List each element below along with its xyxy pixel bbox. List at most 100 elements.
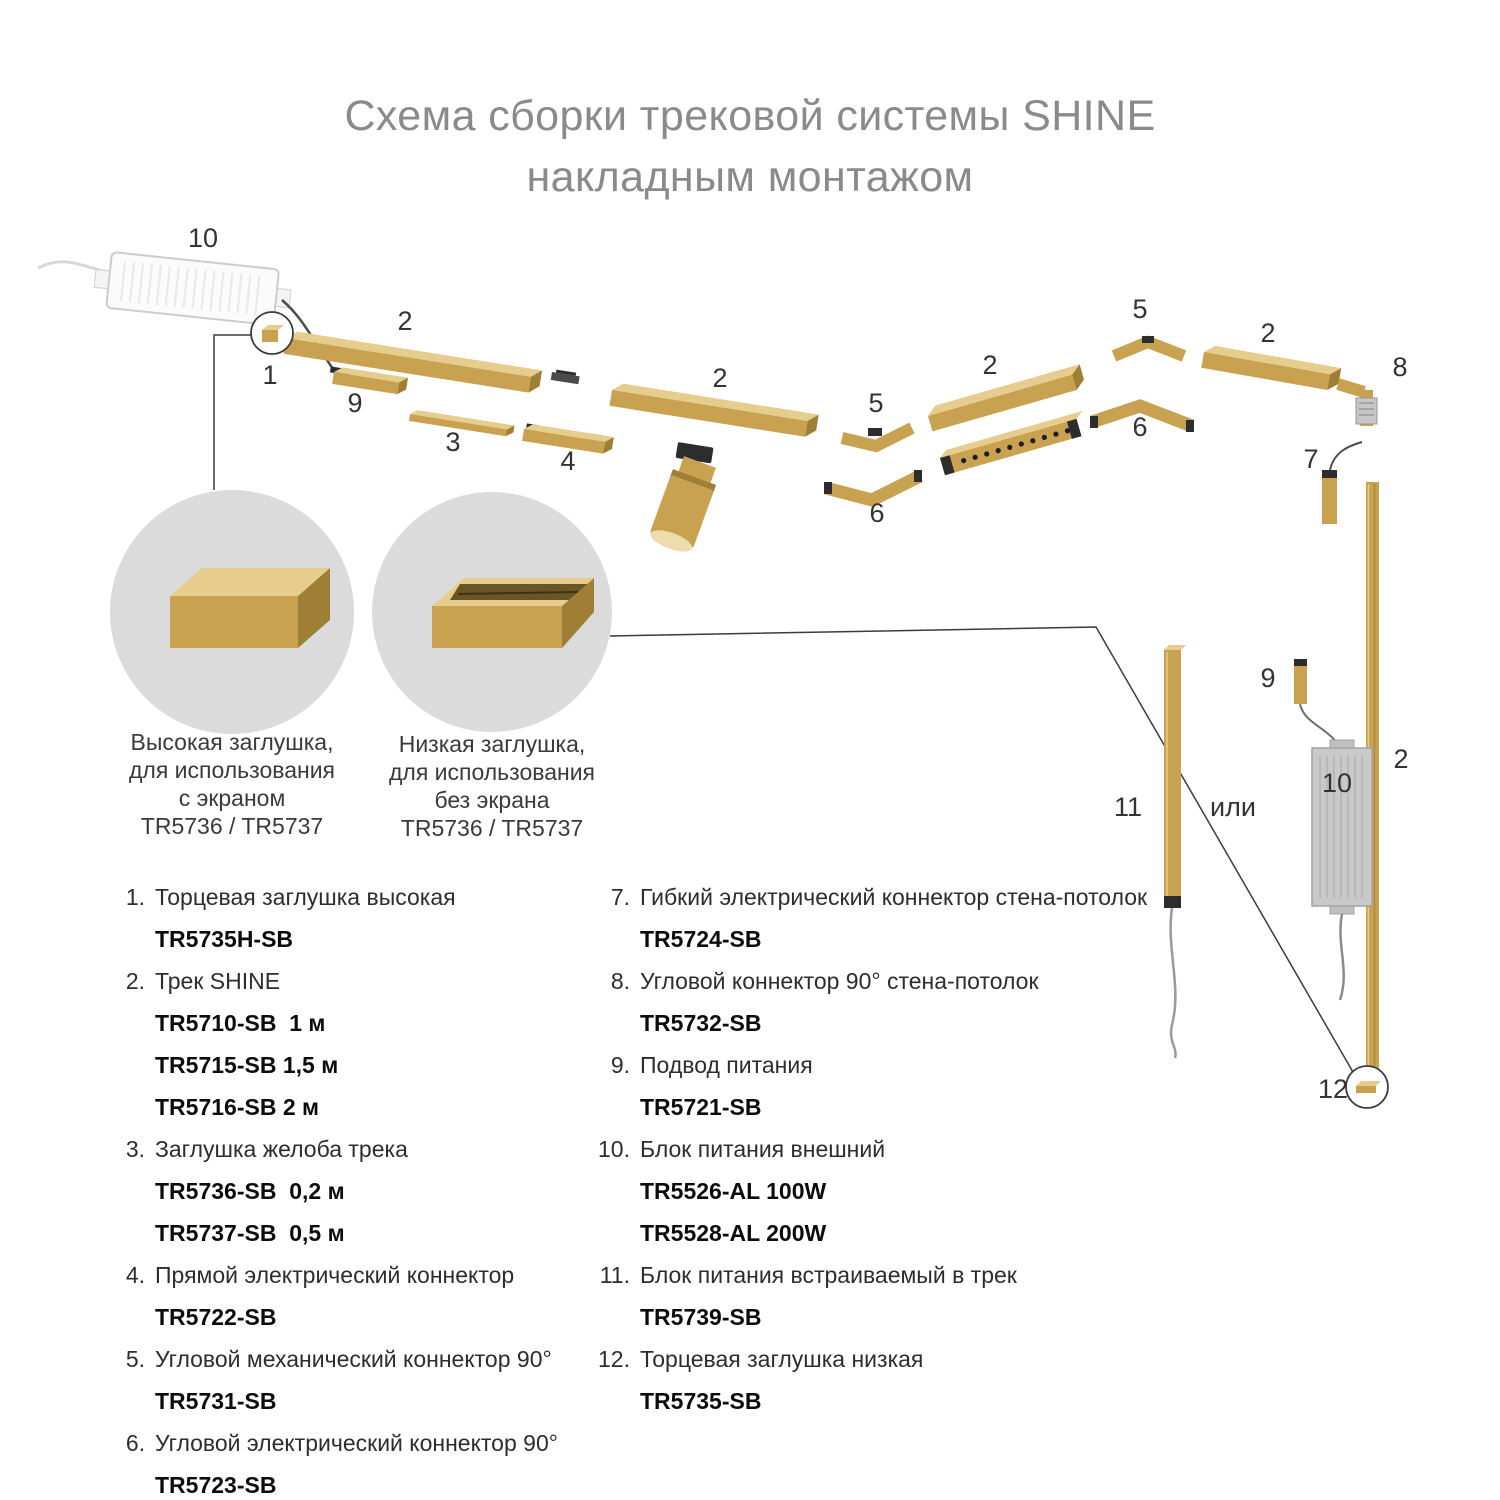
parts-list-right-column: 7. Гибкий электрический коннектор стена-п… (588, 876, 1158, 1422)
callout-track-c: 2 (982, 350, 997, 380)
parts-list-entry: 11. Блок питания встраиваемый в трек TR57… (588, 1254, 1158, 1338)
straight-connector (522, 423, 614, 454)
part-code: TR5715-SB 1,5 м (155, 1052, 339, 1078)
part-code: TR5735-SB (640, 1388, 762, 1414)
inset-low-cap (372, 492, 612, 732)
part-name: Угловой коннектор 90° стена-потолок (640, 968, 1039, 994)
corner-wall-ceiling (1336, 378, 1378, 426)
callout-groove-cap: 3 (445, 427, 460, 457)
parts-list-entry: 2.Трек SHINE TR5710-SB 1 м TR5715-SB 1,5… (103, 960, 573, 1128)
title-line1: Схема сборки трековой системы SHINE (344, 92, 1156, 140)
track-segment-a (283, 331, 543, 393)
part-name: Торцевая заглушка низкая (640, 1346, 924, 1372)
part-code: TR5735H-SB (155, 926, 294, 952)
parts-list-entry: 10.Блок питания внешний TR5526-AL 100W T… (588, 1128, 1158, 1254)
callout-endcap-high: 1 (262, 360, 277, 390)
parts-list-entry: 5. Угловой механический коннектор 90° TR5… (103, 1338, 573, 1422)
track-segment-b (609, 383, 819, 437)
part-number: 10. (598, 1136, 630, 1162)
part-number: 7. (610, 884, 630, 910)
part-number: 12. (598, 1346, 630, 1372)
callout-track-b: 2 (712, 363, 727, 393)
inset-low-line1: Низкая заглушка, (399, 731, 586, 757)
part-name: Угловой механический коннектор 90° (155, 1346, 552, 1372)
callout-track-e: 2 (1393, 744, 1408, 774)
callout-power-feed-b: 9 (1260, 663, 1275, 693)
inset-low-caption: Низкая заглушка, для использования без э… (389, 731, 595, 841)
parts-list-entry: 1.Торцевая заглушка высокая TR5735H-SB (103, 876, 573, 960)
callout-endcap-low: 12 (1318, 1074, 1348, 1104)
power-supply-in-track (1164, 645, 1186, 1059)
part-code: TR5736-SB 0,2 м (155, 1178, 345, 1204)
power-feed-b (1294, 659, 1341, 749)
part-number: 11. (599, 1262, 630, 1288)
part-name: Подвод питания (640, 1052, 813, 1078)
callout-corner-elec-b: 6 (1132, 412, 1147, 442)
inset-low-line3: без экрана (434, 787, 549, 813)
callout-power-feed-a: 9 (347, 388, 362, 418)
spotlight (650, 456, 717, 552)
small-connector (550, 369, 580, 385)
part-code: TR5528-AL 200W (640, 1220, 827, 1246)
part-code: TR5732-SB (640, 1010, 762, 1036)
parts-list-entry: 6. Угловой электрический коннектор 90° TR… (103, 1422, 573, 1500)
part-number: 2. (125, 968, 145, 994)
parts-list-entry: 8. Угловой коннектор 90° стена-потолок TR… (588, 960, 1158, 1044)
parts-list-entry: 9. Подвод питания TR5721-SB (588, 1044, 1158, 1128)
inset-high-cap (110, 490, 354, 734)
track-segment-c (928, 364, 1085, 432)
track-segment-d (1201, 345, 1342, 390)
flexible-connector (1322, 441, 1363, 524)
part-name: Гибкий электрический коннектор стена-пот… (640, 884, 1148, 910)
part-code: TR5723-SB (155, 1472, 277, 1498)
part-code: TR5721-SB (640, 1094, 762, 1120)
part-name: Угловой электрический коннектор 90° (155, 1430, 558, 1456)
part-name: Трек SHINE (155, 968, 281, 994)
inset-high-line3: с экраном (179, 785, 286, 811)
callout-corner-mech-b: 5 (1132, 294, 1147, 324)
inset-high-line2: для использования (129, 757, 335, 783)
title-line2: накладным монтажом (526, 153, 974, 202)
part-number: 6. (125, 1430, 145, 1456)
inset-high-line1: Высокая заглушка, (131, 729, 334, 755)
parts-list-entry: 12. Торцевая заглушка низкая TR5735-SB (588, 1338, 1158, 1422)
corner-elec-connector-a (824, 470, 923, 507)
inset-low-line2: для использования (389, 759, 595, 785)
marker-endcap-low (1345, 1065, 1389, 1109)
part-code: TR5739-SB (640, 1304, 762, 1330)
part-number: 4. (125, 1262, 145, 1288)
part-code: TR5724-SB (640, 926, 762, 952)
groove-cap (408, 410, 515, 437)
inset-high-line4: TR5736 / TR5737 (141, 813, 323, 839)
part-number: 5. (125, 1346, 145, 1372)
marker-endcap-high (250, 311, 294, 355)
corner-mech-connector-a (840, 422, 915, 453)
power-supply-external-bottom (1311, 739, 1373, 1001)
part-name: Торцевая заглушка высокая (155, 884, 456, 910)
part-number: 9. (610, 1052, 630, 1078)
callout-flex-connector: 7 (1303, 444, 1318, 474)
callout-psu-ext: 10 (1322, 768, 1352, 798)
linear-led-module (940, 410, 1083, 476)
part-name: Прямой электрический коннектор (155, 1262, 515, 1288)
callout-psu-top: 10 (188, 223, 218, 253)
leader-line-high-cap (213, 334, 251, 490)
page-title: Схема сборки трековой системы SHINE накл… (0, 86, 1500, 208)
part-code: TR5731-SB (155, 1388, 277, 1414)
part-name: Блок питания встраиваемый в трек (640, 1262, 1017, 1288)
or-label: или (1210, 792, 1256, 822)
part-number: 8. (610, 968, 630, 994)
corner-elec-connector-b (1089, 399, 1195, 433)
corner-mech-connector-b (1111, 335, 1187, 362)
callout-corner-elec-a: 6 (869, 498, 884, 528)
callout-track-a: 2 (397, 306, 412, 336)
callout-straight-connector: 4 (560, 446, 575, 476)
parts-list-entry: 4. Прямой электрический коннектор TR5722-… (103, 1254, 573, 1338)
power-feed-a (329, 366, 409, 395)
inset-low-line4: TR5736 / TR5737 (401, 815, 583, 841)
part-name: Блок питания внешний (640, 1136, 886, 1162)
part-code: TR5722-SB (155, 1304, 277, 1330)
parts-list-left-column: 1.Торцевая заглушка высокая TR5735H-SB 2… (103, 876, 573, 1500)
